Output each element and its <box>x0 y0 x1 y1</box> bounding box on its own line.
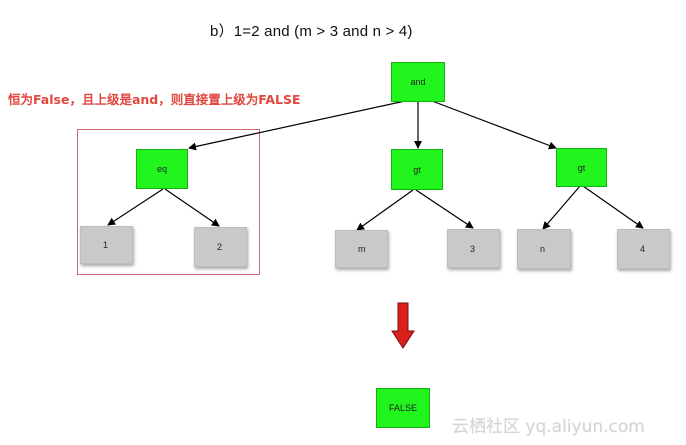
edge-eq-1 <box>107 188 164 226</box>
result-node: FALSE <box>376 388 430 428</box>
node-and: and <box>391 62 445 102</box>
edge-gt-m <box>356 189 414 231</box>
leaf-n: n <box>517 229 571 269</box>
leaf-1: 1 <box>80 226 133 264</box>
edge-gt-n <box>542 185 581 230</box>
edge-root-eq <box>188 100 406 151</box>
edge-root-gt-right <box>431 100 557 150</box>
diagram-title: b）1=2 and (m > 3 and n > 4) <box>210 23 413 40</box>
highlight-box <box>77 129 260 275</box>
edge-gt-4 <box>582 185 644 229</box>
leaf-3: 3 <box>447 229 500 268</box>
node-gt-right: gt <box>556 148 607 187</box>
edge-gt-3 <box>415 189 474 229</box>
node-eq: eq <box>136 149 188 189</box>
leaf-2: 2 <box>194 227 247 267</box>
leaf-4: 4 <box>617 229 670 269</box>
leaf-m: m <box>335 230 388 268</box>
annotation-text: 恒为False，且上级是and，则直接置上级为FALSE <box>8 92 301 107</box>
watermark-text: 云栖社区 yq.aliyun.com <box>452 417 645 437</box>
down-arrow-icon <box>391 302 415 349</box>
node-gt-left: gt <box>391 149 443 190</box>
edge-eq-2 <box>164 188 220 227</box>
